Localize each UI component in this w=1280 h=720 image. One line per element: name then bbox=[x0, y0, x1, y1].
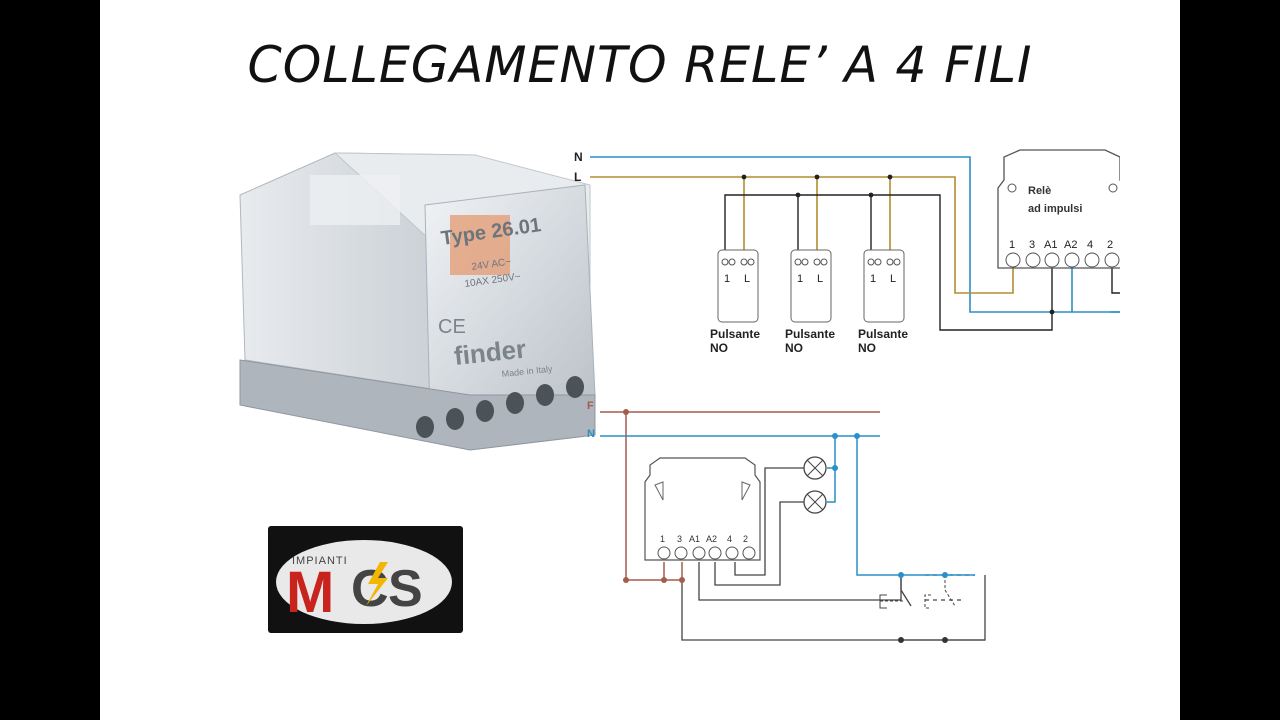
push-button-3: 1 L bbox=[863, 249, 905, 323]
logo-letter-s: S bbox=[388, 560, 423, 618]
label-l: L bbox=[574, 170, 581, 184]
relay-box-2: 1 3 A1 A2 4 2 bbox=[644, 457, 761, 561]
terminal-label-a1: A1 bbox=[1044, 239, 1057, 251]
neutral-wire bbox=[590, 156, 1120, 313]
terminal2-label-1: 1 bbox=[660, 534, 665, 544]
terminal-label-a2: A2 bbox=[1064, 239, 1077, 251]
return-wire bbox=[724, 194, 1053, 331]
button-1-t2: L bbox=[744, 273, 750, 285]
terminal2-label-2: 2 bbox=[743, 534, 748, 544]
push-button-1: 1 L bbox=[717, 249, 759, 323]
button-3-sub: NO bbox=[858, 341, 876, 355]
lamp-icon-2 bbox=[803, 490, 827, 514]
button-1-label: Pulsante bbox=[710, 327, 760, 341]
terminal-label-4: 4 bbox=[1087, 239, 1093, 251]
logo-graphic: IMPIANTI M C S bbox=[276, 540, 452, 625]
button-3-t2: L bbox=[890, 273, 896, 285]
logo-letter-m: M bbox=[286, 560, 334, 625]
label-f: F bbox=[587, 400, 594, 412]
push-button-2: 1 L bbox=[790, 249, 832, 323]
label-n2: N bbox=[587, 428, 595, 440]
wiring-diagram-top: N L bbox=[574, 149, 1120, 355]
button-2-label: Pulsante bbox=[785, 327, 835, 341]
label-n: N bbox=[574, 150, 583, 164]
terminal2-label-a1: A1 bbox=[689, 534, 700, 544]
impulse-relay-box: Relè ad impulsi 1 3 A1 A2 4 2 bbox=[997, 149, 1120, 269]
push-button-icon bbox=[879, 575, 956, 609]
wiring-diagram-bottom: F N bbox=[587, 400, 986, 643]
lamp-icon bbox=[803, 456, 827, 480]
relay-title-1: Relè bbox=[1028, 185, 1051, 197]
button-2-t1: 1 bbox=[797, 273, 803, 285]
button-3-t1: 1 bbox=[870, 273, 876, 285]
product-ce-mark: CE bbox=[438, 316, 466, 338]
terminal2-label-4: 4 bbox=[727, 534, 732, 544]
relay-title-2: ad impulsi bbox=[1028, 203, 1082, 215]
terminal2-label-a2: A2 bbox=[706, 534, 717, 544]
terminal-label-2: 2 bbox=[1107, 239, 1113, 251]
relay-photo-icon: Type 26.01 24V AC~ 10AX 250V~ CE finder … bbox=[239, 152, 596, 451]
lightning-icon bbox=[366, 562, 388, 606]
terminal-label-3: 3 bbox=[1029, 239, 1035, 251]
mcs-logo: IMPIANTI M C S bbox=[268, 526, 463, 633]
button-2-t2: L bbox=[817, 273, 823, 285]
slide: COLLEGAMENTO RELE’ A 4 FILI bbox=[100, 0, 1180, 720]
button-3-label: Pulsante bbox=[858, 327, 908, 341]
logo-top-text: IMPIANTI bbox=[292, 555, 348, 567]
button-1-t1: 1 bbox=[724, 273, 730, 285]
button-1-sub: NO bbox=[710, 341, 728, 355]
terminal-label-1: 1 bbox=[1009, 239, 1015, 251]
slide-title: COLLEGAMENTO RELE’ A 4 FILI bbox=[247, 36, 1033, 94]
live-wire bbox=[590, 176, 1014, 294]
button-2-sub: NO bbox=[785, 341, 803, 355]
terminal2-label-3: 3 bbox=[677, 534, 682, 544]
